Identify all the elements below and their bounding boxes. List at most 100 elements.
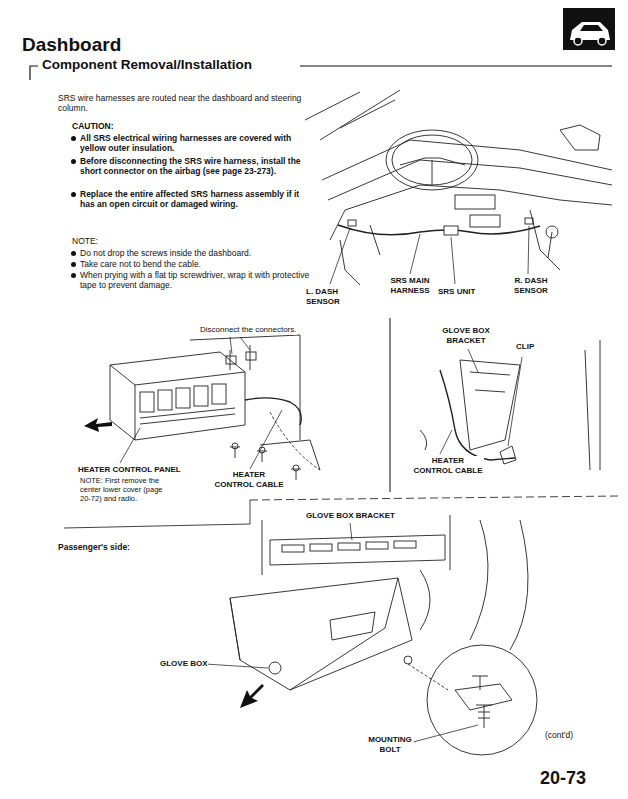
part-label: HEATER CONTROL PANEL (78, 465, 181, 475)
heater-panel-drawing-part (232, 443, 238, 449)
inset-frame-part (390, 318, 391, 492)
note-item: Do not drop the screws inside the dashbo… (80, 248, 308, 258)
part-label: L. DASH SENSOR (306, 287, 354, 307)
dashboard-drawing-part (392, 135, 472, 185)
divider-line-part (64, 500, 250, 528)
leader-line-part (508, 357, 522, 446)
dashboard-drawing-part (340, 210, 560, 285)
caution-item: Before disconnecting the SRS wire harnes… (80, 156, 306, 177)
glove-box-drawing-part (420, 570, 430, 630)
heater-panel-drawing-part (176, 388, 190, 408)
view-heading-text: Passenger's side: (58, 542, 130, 552)
car-icon-part (580, 25, 603, 31)
part-label: MOUNTING BOLT (366, 735, 414, 755)
bullet-dot (71, 262, 76, 267)
dashboard-drawing-part (400, 158, 465, 185)
note-item-text: Do not drop the screws inside the dashbo… (80, 248, 251, 258)
note-item: When prying with a flat tip screwdriver,… (80, 270, 312, 291)
dashboard-drawing-part (338, 225, 540, 235)
note-heading-text: NOTE: (72, 236, 98, 246)
leader-line-part (330, 228, 350, 284)
caution-item-text: Before disconnecting the SRS wire harnes… (80, 156, 301, 176)
heater-panel-drawing (110, 335, 320, 480)
bracket-detail-drawing-part (460, 360, 520, 450)
glove-box-drawing-part (470, 520, 528, 650)
dashboard-drawing-part (444, 226, 458, 235)
heater-panel-drawing-part (158, 390, 172, 410)
page-title: Dashboard (22, 34, 121, 56)
glove-box-drawing-part (269, 662, 281, 674)
continued-note: (cont'd) (545, 730, 573, 740)
note-item-text: When prying with a flat tip screwdriver,… (80, 270, 309, 290)
leader-line-part (230, 337, 232, 354)
pull-arrow (240, 684, 264, 708)
bullet-dot (71, 273, 76, 278)
dashboard-drawing-part (328, 160, 612, 200)
caution-heading: CAUTION: (72, 121, 114, 131)
bullet-dot (71, 251, 76, 256)
part-label-text: L. DASH SENSOR (306, 287, 340, 306)
leader-line-part (468, 349, 478, 372)
glove-box-drawing-part (330, 612, 375, 640)
section-rule-part (300, 65, 612, 66)
leader-line-part (120, 428, 140, 463)
view-heading: Passenger's side: (58, 542, 130, 552)
glove-box-drawing-part (455, 684, 512, 710)
heater-panel-drawing-part (293, 465, 299, 471)
glove-box-drawing-part (262, 515, 450, 575)
heater-panel-drawing-part (246, 352, 256, 360)
part-label-text: MOUNTING BOLT (368, 735, 412, 754)
heater-panel-drawing-part (140, 392, 154, 412)
intro-text-text: SRS wire harnesses are routed near the d… (58, 93, 301, 113)
divider-line-part (250, 496, 620, 500)
heater-panel-drawing-part (110, 352, 245, 440)
leader-line-part (350, 523, 352, 540)
bracket-detail-drawing-part (440, 370, 515, 460)
glove-box-drawing-part (366, 542, 388, 549)
part-label: SRS MAIN HARNESS (384, 276, 436, 296)
glove-box-drawing-part (282, 545, 304, 552)
instruction-note-text: Disconnect the connectors. (200, 325, 297, 334)
bracket-detail-drawing (420, 340, 600, 470)
leader-line (205, 523, 478, 742)
glove-box-drawing-part (476, 705, 492, 728)
part-label: HEATER CONTROL CABLE (214, 470, 284, 490)
bracket-detail-drawing-part (420, 430, 427, 450)
part-label-text: GLOVE BOX (160, 659, 208, 668)
heater-panel-drawing-part (259, 447, 265, 453)
glove-box-drawing-part (270, 535, 445, 565)
inset-frame (390, 318, 391, 492)
caution-item: Replace the entire affected SRS harness … (80, 189, 306, 210)
leader-line-part (410, 234, 420, 274)
bracket-detail-drawing-part (585, 340, 600, 470)
leader-line-part (451, 237, 455, 284)
part-label: CLIP (516, 342, 534, 352)
glove-box-drawing (230, 515, 537, 755)
heater-panel-drawing-part (110, 365, 245, 440)
part-note-text: NOTE: First remove the center lower cove… (80, 476, 163, 503)
dashboard-drawing-part (546, 226, 558, 258)
caution-item-text: All SRS electrical wiring harnesses are … (80, 133, 291, 153)
page-number-text: 20-73 (540, 768, 586, 788)
heater-panel-drawing-part (226, 356, 236, 364)
note-item-text: Take care not to bend the cable. (80, 259, 201, 269)
part-label: GLOVE BOX (160, 659, 208, 669)
part-label: GLOVE BOX BRACKET (306, 511, 395, 521)
heater-panel-drawing-part (260, 440, 320, 470)
heater-panel-drawing-part (212, 384, 226, 404)
leader-line-part (413, 725, 478, 742)
bracket-detail-drawing-part (500, 446, 516, 464)
leader-line-part (205, 664, 268, 668)
section-heading: Component Removal/Installation (42, 57, 252, 74)
heater-panel-drawing-part (270, 412, 320, 470)
page-number: 20-73 (540, 767, 586, 789)
glove-box-drawing-part (230, 578, 412, 690)
section-heading-text: Component Removal/Installation (42, 57, 252, 72)
glove-box-drawing-part (427, 645, 537, 755)
car-icon-part (598, 37, 606, 45)
instruction-note: Disconnect the connectors. (200, 325, 297, 335)
dashboard-drawing-part (470, 215, 500, 227)
glove-box-drawing-part (408, 664, 448, 690)
part-label-text: SRS UNIT (438, 287, 475, 296)
